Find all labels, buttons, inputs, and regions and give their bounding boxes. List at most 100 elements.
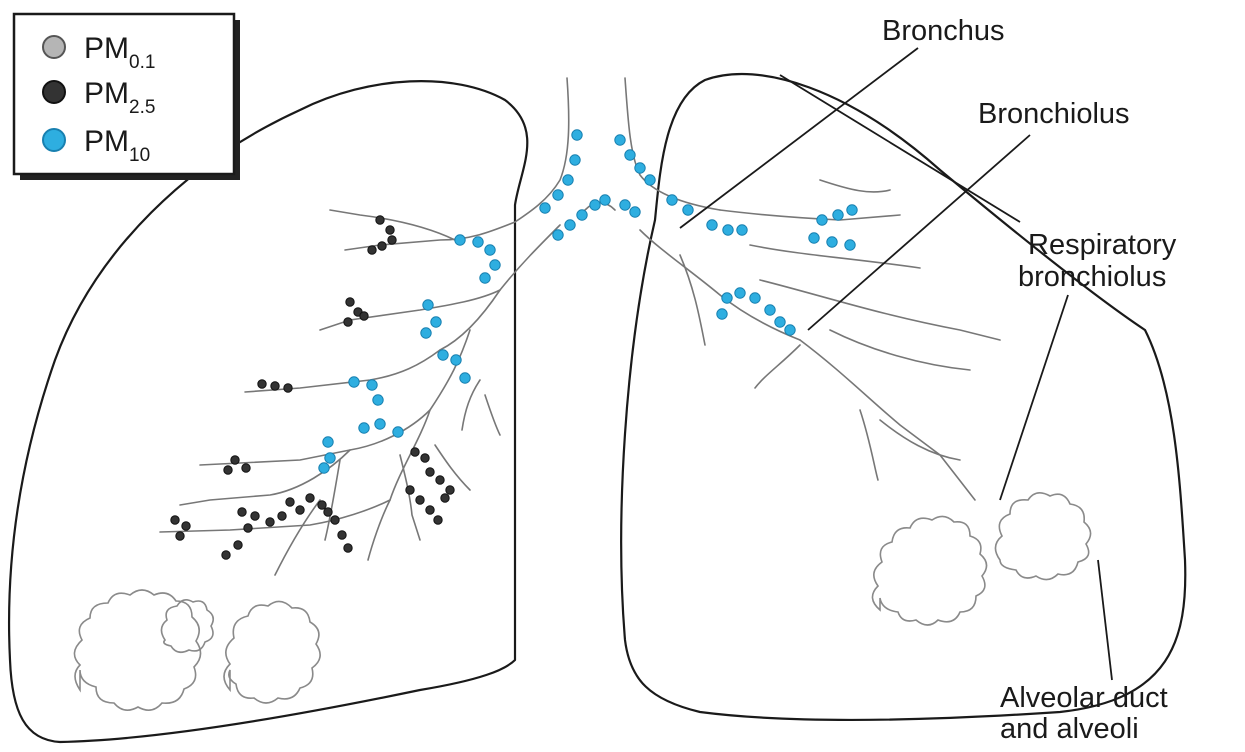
pm10-particle bbox=[683, 205, 693, 215]
pm2-5-particle bbox=[388, 236, 396, 244]
respiratory-bronchiolus-leader-line-2 bbox=[1000, 295, 1068, 500]
pm2-5-particle bbox=[378, 242, 386, 250]
pm2-5-particle bbox=[266, 518, 274, 526]
pm2-5-particle bbox=[446, 486, 454, 494]
pm10-particle bbox=[750, 293, 760, 303]
pm2-5-particle bbox=[436, 476, 444, 484]
pm2-5-particle bbox=[376, 216, 384, 224]
pm2-5-particle bbox=[306, 494, 314, 502]
pm2-5-particle bbox=[271, 382, 279, 390]
pm10-particle bbox=[438, 350, 448, 360]
pm2-5-particle bbox=[411, 448, 419, 456]
pm10-particle bbox=[553, 230, 563, 240]
pm2-5-particle bbox=[176, 532, 184, 540]
pm2-5-particle bbox=[360, 312, 368, 320]
pm10-particle bbox=[460, 373, 470, 383]
pm2-5-particle bbox=[231, 456, 239, 464]
alveolar-label-line2: and alveoli bbox=[1000, 713, 1139, 745]
alveolar-label-line1: Alveolar duct bbox=[1000, 682, 1168, 714]
trachea-wall-right bbox=[625, 78, 720, 210]
pm2-5-particle bbox=[258, 380, 266, 388]
pm10-particle bbox=[635, 163, 645, 173]
pm10-particle bbox=[775, 317, 785, 327]
trachea-wall-left bbox=[515, 78, 569, 222]
pm10-particle bbox=[323, 437, 333, 447]
pm10-particle bbox=[451, 355, 461, 365]
pm2-5-particle bbox=[296, 506, 304, 514]
pm10-particle bbox=[600, 195, 610, 205]
pm10-particle bbox=[473, 237, 483, 247]
pm10-particle bbox=[349, 377, 359, 387]
pm10-particle bbox=[785, 325, 795, 335]
pm10-particle bbox=[421, 328, 431, 338]
pm2-5-particle bbox=[426, 506, 434, 514]
pm2-5-particle bbox=[222, 551, 230, 559]
pm10-particle bbox=[565, 220, 575, 230]
pm2-5-particle bbox=[278, 512, 286, 520]
pm2-5-particle bbox=[224, 466, 232, 474]
pm10-particle bbox=[723, 225, 733, 235]
pm2-5-particle bbox=[238, 508, 246, 516]
alveolar-leader-line bbox=[1098, 560, 1112, 680]
pm10-particle bbox=[590, 200, 600, 210]
pm10-particle bbox=[817, 215, 827, 225]
pm10-particle bbox=[827, 237, 837, 247]
pm10-particle bbox=[375, 419, 385, 429]
pm10-particle bbox=[480, 273, 490, 283]
pm10-particle bbox=[845, 240, 855, 250]
pm10-particle bbox=[563, 175, 573, 185]
pm10-particle bbox=[765, 305, 775, 315]
pm10-particle bbox=[577, 210, 587, 220]
pm10-particle bbox=[847, 205, 857, 215]
pm2-5-particle bbox=[368, 246, 376, 254]
pm10-particle bbox=[572, 130, 582, 140]
pm10-particle bbox=[325, 453, 335, 463]
pm2-5-particle bbox=[344, 318, 352, 326]
pm10-particle bbox=[707, 220, 717, 230]
bronchiolus-leader-line bbox=[808, 135, 1030, 330]
legend: PM0.1 PM2.5 PM10 bbox=[14, 14, 240, 180]
pm10-particle bbox=[630, 207, 640, 217]
right-airway-tree bbox=[640, 180, 1000, 500]
pm2-5-particle bbox=[416, 496, 424, 504]
pm10-particle bbox=[620, 200, 630, 210]
pm2-5-particle bbox=[338, 531, 346, 539]
pm10-particle bbox=[615, 135, 625, 145]
pm2-5-particle bbox=[318, 501, 326, 509]
legend-pm2-5-swatch bbox=[43, 81, 65, 103]
pm2-5-particle bbox=[242, 464, 250, 472]
pm10-particle bbox=[737, 225, 747, 235]
pm10-particle bbox=[553, 190, 563, 200]
respiratory-bronchiolus-label-line2: bronchiolus bbox=[1018, 261, 1166, 293]
pm2-5-particle bbox=[441, 494, 449, 502]
pm10-particle bbox=[833, 210, 843, 220]
pm2-5-particle bbox=[346, 298, 354, 306]
pm2-5-particle bbox=[286, 498, 294, 506]
pm2-5-particle bbox=[331, 516, 339, 524]
pm10-particle bbox=[540, 203, 550, 213]
pm2-5-particle bbox=[426, 468, 434, 476]
pm2-5-particle bbox=[386, 226, 394, 234]
pm10-particle bbox=[359, 423, 369, 433]
pm2-5-particle bbox=[344, 544, 352, 552]
pm2-5-particle bbox=[324, 508, 332, 516]
pm10-particle bbox=[717, 309, 727, 319]
pm10-particle bbox=[423, 300, 433, 310]
pm10-particle bbox=[722, 293, 732, 303]
left-lung-outline bbox=[9, 81, 527, 742]
pm10-particles bbox=[319, 130, 857, 473]
pm2-5-particle bbox=[406, 486, 414, 494]
left-alveoli-cluster bbox=[74, 590, 320, 710]
pm10-particle bbox=[490, 260, 500, 270]
pm10-particle bbox=[667, 195, 677, 205]
pm10-particle bbox=[367, 380, 377, 390]
respiratory-bronchiolus-label-line1: Respiratory bbox=[1028, 229, 1177, 261]
pm10-particle bbox=[625, 150, 635, 160]
pm10-particle bbox=[570, 155, 580, 165]
pm10-particle bbox=[485, 245, 495, 255]
pm10-particle bbox=[373, 395, 383, 405]
pm10-particle bbox=[735, 288, 745, 298]
pm2-5-particle bbox=[421, 454, 429, 462]
